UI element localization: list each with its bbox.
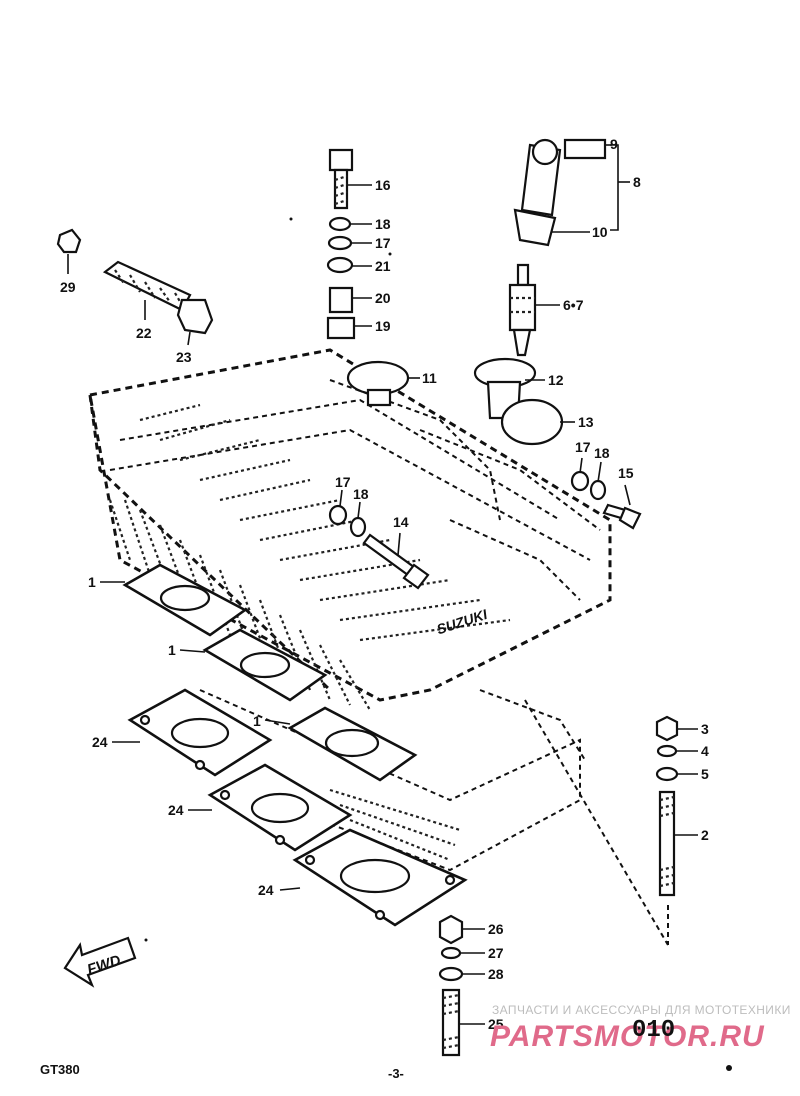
bolt-16 — [328, 148, 354, 210]
svg-text:SUZUKI: SUZUKI — [435, 606, 491, 638]
stud-2 — [658, 790, 676, 897]
callout-28: 28 — [488, 966, 504, 982]
callout-24-mid: 24 — [168, 802, 184, 818]
callout-29: 29 — [60, 279, 76, 295]
bolt-15 — [602, 503, 642, 530]
head-gasket-3 — [287, 706, 418, 782]
washer-21 — [326, 256, 354, 274]
cap-29 — [56, 228, 82, 254]
callout-4: 4 — [701, 743, 709, 759]
washer-5 — [655, 766, 679, 782]
callout-9: 9 — [610, 136, 618, 152]
callout-3: 3 — [701, 721, 709, 737]
washer-4 — [656, 744, 678, 758]
callout-22: 22 — [136, 325, 152, 341]
model-label: GT380 — [40, 1062, 80, 1077]
callout-16: 16 — [375, 177, 391, 193]
callout-1-mid: 1 — [168, 642, 176, 658]
plug-cap-8 — [513, 138, 607, 247]
callout-18-right: 18 — [594, 445, 610, 461]
cap-13 — [500, 398, 564, 446]
watermark: ЗАПЧАСТИ И АКСЕССУАРЫ ДЛЯ МОТОТЕХНИКИ PA… — [490, 1003, 791, 1053]
callout-21: 21 — [375, 258, 391, 274]
forward-arrow: FWD — [63, 936, 137, 988]
nut-26 — [438, 914, 464, 945]
callout-13: 13 — [578, 414, 594, 430]
callout-1-top: 1 — [88, 574, 96, 590]
callout-15: 15 — [618, 465, 634, 481]
washer-17-top — [327, 235, 353, 251]
washer-18-left — [349, 516, 367, 538]
washer-27 — [440, 946, 462, 960]
callout-19: 19 — [375, 318, 391, 334]
callout-17-left: 17 — [335, 474, 351, 490]
damper-23 — [176, 298, 214, 335]
callout-18-left: 18 — [353, 486, 369, 502]
callout-1-low: 1 — [253, 713, 261, 729]
callout-20: 20 — [375, 290, 391, 306]
washer-17-right — [570, 470, 590, 492]
watermark-tagline: ЗАПЧАСТИ И АКСЕССУАРЫ ДЛЯ МОТОТЕХНИКИ — [492, 1003, 791, 1017]
callout-12: 12 — [548, 372, 564, 388]
washer-18-top — [328, 216, 352, 232]
bolt-14 — [362, 533, 430, 590]
damper-22 — [102, 260, 192, 312]
head-gasket-1 — [122, 563, 248, 637]
washer-28 — [438, 966, 464, 982]
callout-17-right: 17 — [575, 439, 591, 455]
callout-18-top: 18 — [375, 216, 391, 232]
washer-17-left — [328, 504, 348, 526]
callout-14: 14 — [393, 514, 409, 530]
callout-24-top: 24 — [92, 734, 108, 750]
callout-26: 26 — [488, 921, 504, 937]
callout-27: 27 — [488, 945, 504, 961]
nut-3 — [655, 715, 679, 742]
callout-25: 25 — [488, 1016, 504, 1032]
collar-20 — [328, 286, 354, 314]
callout-11: 11 — [422, 370, 437, 386]
cap-11 — [346, 360, 410, 407]
head-gasket-2 — [202, 628, 328, 702]
cylinder-block — [199, 689, 586, 872]
stud-25 — [441, 988, 461, 1057]
callout-24-low: 24 — [258, 882, 274, 898]
spark-plug — [508, 263, 537, 357]
callout-labels: 16 18 17 21 20 19 9 8 10 6•7 11 12 13 17… — [60, 136, 709, 1032]
callout-10: 10 — [592, 224, 608, 240]
callout-5: 5 — [701, 766, 709, 782]
callout-6-7: 6•7 — [563, 297, 584, 313]
watermark-logo: PARTSMOTOR.RU — [490, 1020, 765, 1053]
washer-18-right — [589, 479, 607, 501]
base-gasket-3 — [292, 828, 468, 927]
base-gasket-1 — [127, 688, 273, 777]
page-number: -3- — [388, 1066, 404, 1081]
base-gasket-2 — [207, 763, 353, 852]
corner-dot — [726, 1065, 732, 1071]
callout-23: 23 — [176, 349, 192, 365]
callout-2: 2 — [701, 827, 709, 843]
callout-17-top: 17 — [375, 235, 391, 251]
callout-8: 8 — [633, 174, 641, 190]
leader-lines — [67, 144, 698, 1025]
seal-19 — [326, 316, 356, 340]
page-code: 010 — [632, 1017, 675, 1044]
